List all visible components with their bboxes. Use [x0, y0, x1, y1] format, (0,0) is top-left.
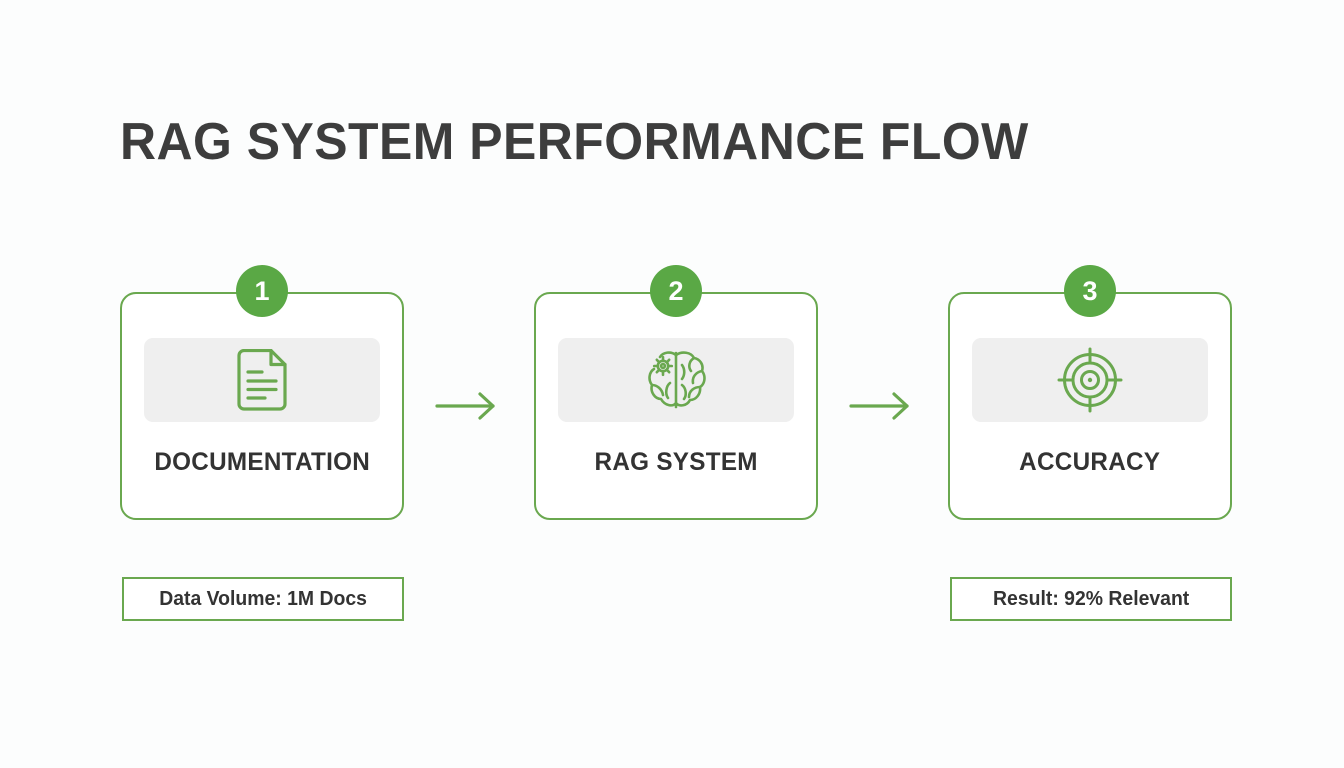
- flow-step-card-1[interactable]: 1 DOCUMENTATION: [120, 265, 404, 520]
- page-title: RAG SYSTEM PERFORMANCE FLOW: [120, 113, 1029, 171]
- arrow-right-icon: [435, 391, 503, 421]
- step-label-1: DOCUMENTATION: [154, 448, 370, 476]
- flow-step-card-3[interactable]: 3 ACCURACY: [948, 265, 1232, 520]
- arrow-right-icon: [849, 391, 917, 421]
- step-icon-panel-3: [972, 338, 1208, 422]
- document-icon: [233, 349, 291, 411]
- stat-badge-data-volume: Data Volume: 1M Docs: [122, 577, 404, 621]
- step-label-3: ACCURACY: [1019, 448, 1161, 476]
- step-number-badge-1: 1: [236, 265, 288, 317]
- brain-gear-icon: [644, 349, 708, 411]
- step-icon-panel-1: [144, 338, 380, 422]
- stat-badge-result: Result: 92% Relevant: [950, 577, 1232, 621]
- flow-connector-2: [835, 292, 931, 520]
- step-label-2: RAG SYSTEM: [594, 448, 758, 476]
- flow-row: 1 DOCUMENTATION: [120, 265, 1232, 520]
- step-number-badge-3: 3: [1064, 265, 1116, 317]
- flow-connector-1: [421, 292, 517, 520]
- target-crosshair-icon: [1057, 347, 1123, 413]
- flow-step-card-2[interactable]: 2: [534, 265, 818, 520]
- step-icon-panel-2: [558, 338, 794, 422]
- stat-badge-result-text: Result: 92% Relevant: [992, 587, 1190, 610]
- step-number-badge-2: 2: [650, 265, 702, 317]
- stat-badge-data-volume-text: Data Volume: 1M Docs: [159, 587, 367, 610]
